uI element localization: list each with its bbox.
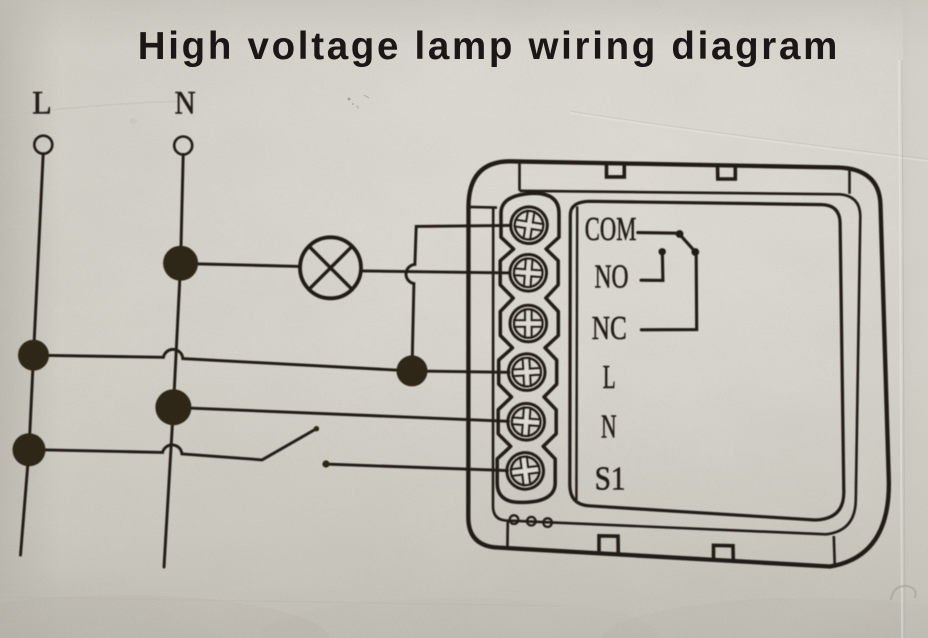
svg-text:NO: NO: [595, 259, 629, 296]
svg-text:L: L: [32, 86, 52, 122]
svg-text:N: N: [175, 85, 196, 121]
svg-text:N: N: [601, 409, 617, 446]
svg-text:COM: COM: [585, 211, 637, 248]
svg-text:NC: NC: [592, 310, 627, 347]
svg-text:S1: S1: [595, 461, 626, 498]
svg-text:L: L: [603, 359, 616, 396]
svg-text:High voltage lamp wiring diagr: High voltage lamp wiring diagram: [138, 25, 840, 68]
